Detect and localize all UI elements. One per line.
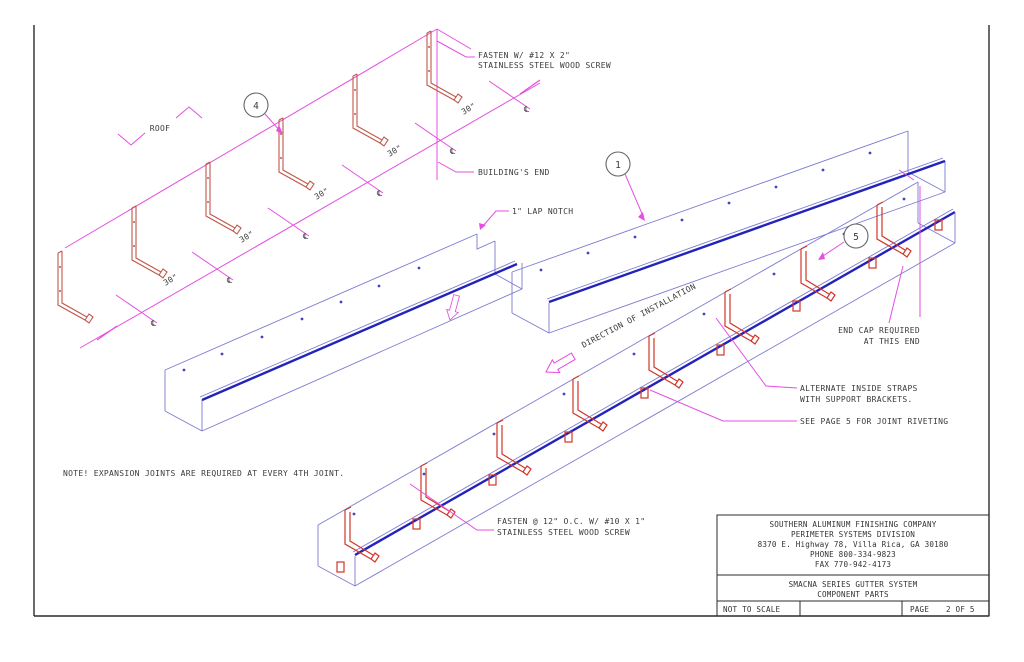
leader-arrowhead — [818, 252, 825, 260]
rivet-dots — [539, 151, 872, 272]
inside-strap — [648, 332, 684, 389]
callout-strap: 5 — [818, 223, 869, 260]
titleblock-page-label: PAGE — [910, 605, 929, 614]
centerline-symbol: ℄ — [524, 105, 530, 114]
alternate-straps-callout: ALTERNATE INSIDE STRAPS WITH SUPPORT BRA… — [715, 317, 918, 404]
leader-arrowhead — [479, 223, 486, 230]
dim-30in: 30" — [238, 229, 256, 244]
titleblock-scale: NOT TO SCALE — [723, 605, 780, 614]
joint-riveting-callout: SEE PAGE 5 FOR JOINT RIVETING — [649, 389, 948, 426]
label-end-cap-line2: AT THIS END — [864, 337, 920, 346]
label-alt-straps-line1: ALTERNATE INSIDE STRAPS — [800, 384, 918, 393]
callout-circle — [605, 151, 631, 177]
gutter-front-bead — [548, 159, 946, 304]
centerline-symbols: ℄ ℄ ℄ ℄ ℄ ℄ — [151, 105, 530, 328]
inside-strap — [876, 201, 912, 258]
gutter-front-bead — [354, 210, 956, 557]
dim-30in: 30" — [386, 143, 404, 158]
label-alt-straps-line2: WITH SUPPORT BRACKETS. — [800, 395, 913, 404]
support-bracket — [57, 250, 94, 324]
label-fasten-top-line1: FASTEN W/ #12 X 2" — [478, 51, 570, 60]
leader-arrowhead — [638, 212, 645, 221]
label-buildings-end: BUILDING'S END — [478, 168, 550, 177]
buildings-end-callout: BUILDING'S END — [437, 161, 550, 177]
dim-30in: 30" — [460, 101, 478, 116]
end-cap-callout: END CAP REQUIRED AT THIS END — [838, 169, 921, 346]
support-bracket — [426, 30, 463, 104]
callout-1-number: 1 — [615, 160, 621, 171]
inside-strap — [724, 288, 760, 345]
inside-strap — [344, 506, 380, 563]
centerline-symbol: ℄ — [227, 276, 233, 285]
titleblock-drawing-subtitle: COMPONENT PARTS — [817, 590, 889, 599]
callout-circle — [243, 92, 269, 118]
gutter-section-b — [511, 130, 946, 334]
gutter-section-c — [317, 181, 956, 587]
support-bracket — [131, 205, 168, 279]
direction-arrow — [446, 294, 460, 321]
dim-30in: 30" — [162, 272, 180, 287]
strap-front-hooks — [336, 219, 943, 573]
label-roof: ROOF — [150, 124, 170, 133]
support-bracket — [352, 73, 389, 147]
titleblock-page-value: 2 OF 5 — [946, 605, 975, 614]
centerline-symbol: ℄ — [377, 189, 383, 198]
roof-support-brackets — [57, 30, 463, 324]
bracket-spacing-dimension — [79, 79, 541, 349]
callout-gutter: 1 — [605, 151, 645, 221]
gutter-front-bead — [201, 262, 518, 402]
spacing-dimension-texts: 30" 30" 30" 30" 30" — [162, 101, 478, 287]
note-expansion-joints: NOTE! EXPANSION JOINTS ARE REQUIRED AT E… — [63, 469, 344, 478]
leader-arrowhead — [276, 125, 283, 134]
titleblock-fax: FAX 770-942-4173 — [815, 560, 891, 569]
label-lap-notch: 1" LAP NOTCH — [512, 207, 573, 216]
inside-strap — [800, 245, 836, 302]
label-fasten-top-line2: STAINLESS STEEL WOOD SCREW — [478, 61, 611, 70]
centerline-symbol: ℄ — [303, 232, 309, 241]
support-bracket — [278, 117, 315, 191]
titleblock-address: 8370 E. Highway 78, Villa Rica, GA 30180 — [758, 540, 949, 549]
title-block: SOUTHERN ALUMINUM FINISHING COMPANY PERI… — [716, 514, 990, 617]
roof-edge-lines — [64, 28, 472, 249]
inside-strap — [572, 375, 608, 432]
direction-arrow — [545, 352, 576, 374]
roof-break-mark — [175, 106, 203, 119]
fasten-bottom-callout: FASTEN @ 12" O.C. W/ #10 X 1" STAINLESS … — [409, 483, 645, 537]
support-bracket — [205, 161, 242, 235]
fasten-top-callout: FASTEN W/ #12 X 2" STAINLESS STEEL WOOD … — [436, 40, 611, 70]
centerline-symbol: ℄ — [450, 147, 456, 156]
roof-break-mark — [117, 132, 146, 146]
dimension-break-mark — [519, 79, 541, 95]
callout-bracket: 4 — [243, 92, 283, 134]
gutter-section-a — [164, 233, 523, 432]
rivet-dots — [182, 266, 421, 372]
titleblock-company-name: SOUTHERN ALUMINUM FINISHING COMPANY — [769, 520, 936, 529]
inside-strap — [496, 419, 532, 476]
rivet-dots — [352, 197, 906, 516]
dim-30in: 30" — [313, 186, 331, 201]
titleblock-phone: PHONE 800-334-9823 — [810, 550, 896, 559]
label-fasten-bottom-line1: FASTEN @ 12" O.C. W/ #10 X 1" — [497, 517, 645, 526]
callout-5-number: 5 — [853, 232, 859, 243]
label-fasten-bottom-line2: STAINLESS STEEL WOOD SCREW — [497, 528, 630, 537]
centerline-symbol: ℄ — [151, 319, 157, 328]
titleblock-drawing-title: SMACNA SERIES GUTTER SYSTEM — [789, 580, 918, 589]
callout-circle — [843, 223, 869, 249]
label-see-page: SEE PAGE 5 FOR JOINT RIVETING — [800, 417, 948, 426]
callout-4-number: 4 — [253, 101, 259, 112]
titleblock-division: PERIMETER SYSTEMS DIVISION — [791, 530, 915, 539]
lap-notch-callout: 1" LAP NOTCH — [479, 207, 573, 230]
dimension-break-mark — [96, 325, 118, 341]
label-end-cap-line1: END CAP REQUIRED — [838, 326, 920, 335]
inside-straps — [344, 201, 912, 563]
